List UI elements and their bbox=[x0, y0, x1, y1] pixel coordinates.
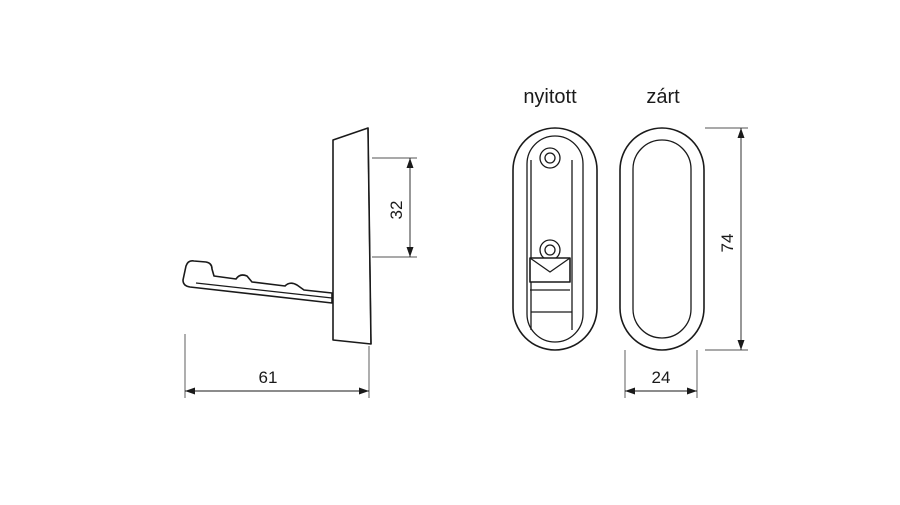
open-view-label: nyitott bbox=[523, 86, 577, 108]
dimension-height: 74 bbox=[705, 127, 748, 351]
dimension-width: 24 bbox=[624, 350, 698, 398]
side-view bbox=[182, 127, 372, 345]
top-screw bbox=[539, 147, 561, 169]
wall-plate-edge bbox=[367, 127, 372, 345]
depth-value: 61 bbox=[259, 368, 278, 387]
width-value: 24 bbox=[652, 368, 671, 387]
closed-view-label: zárt bbox=[646, 86, 680, 108]
hook-spacing-value: 32 bbox=[387, 201, 406, 220]
closed-view: zárt bbox=[619, 86, 705, 351]
closed-outer-frame bbox=[619, 127, 705, 351]
latch-block bbox=[529, 257, 572, 313]
dimension-hook-spacing: 32 bbox=[372, 157, 417, 258]
hook-arm-inner-line bbox=[195, 282, 333, 299]
open-inner-frame bbox=[526, 135, 584, 343]
height-value: 74 bbox=[718, 234, 737, 253]
open-outer-frame bbox=[512, 127, 598, 351]
dimension-depth: 61 bbox=[184, 334, 370, 398]
closed-inner-frame bbox=[632, 139, 692, 339]
wall-plate bbox=[332, 127, 372, 345]
hook-arm bbox=[182, 260, 333, 304]
open-view: nyitott bbox=[512, 86, 598, 351]
